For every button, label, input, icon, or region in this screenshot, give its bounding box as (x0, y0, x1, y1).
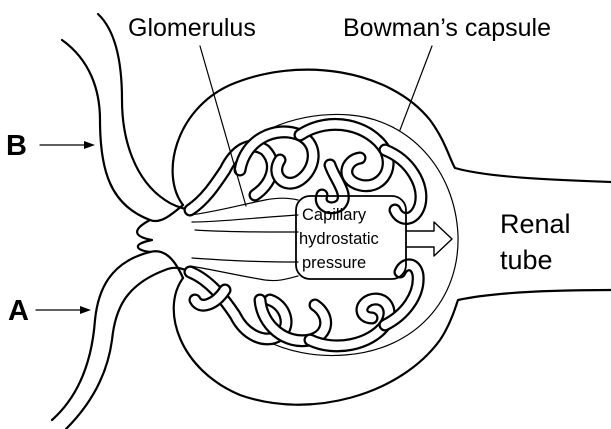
pressure-label-line2: hydrostatic (299, 230, 379, 248)
renal-tube-label-line2: tube (500, 245, 553, 275)
glomerulus-label: Glomerulus (128, 14, 256, 42)
label-a-arrow-head (80, 306, 91, 314)
pressure-label-line1: Capillary (302, 206, 367, 224)
pressure-label-line3: pressure (302, 254, 366, 272)
glomerulus-flow-lines (190, 198, 298, 280)
arteriole-a-outer-wall (52, 251, 183, 420)
renal-tube-label-line1: Renal (500, 209, 571, 239)
label-a: A (8, 295, 29, 327)
bowmans-capsule-outer-wall (173, 70, 611, 205)
label-b-arrow-head (84, 141, 95, 149)
label-b: B (6, 130, 27, 162)
vessel-junction (137, 220, 152, 252)
arteriole-b-outer-wall (62, 40, 183, 221)
bowmans-capsule-label: Bowman’s capsule (343, 14, 551, 42)
arteriole-b-inner-wall (98, 14, 190, 210)
arteriole-a-inner-wall (66, 268, 190, 429)
pressure-arrow (406, 222, 452, 256)
bowmans-capsule-outer-wall-lower (174, 278, 611, 405)
